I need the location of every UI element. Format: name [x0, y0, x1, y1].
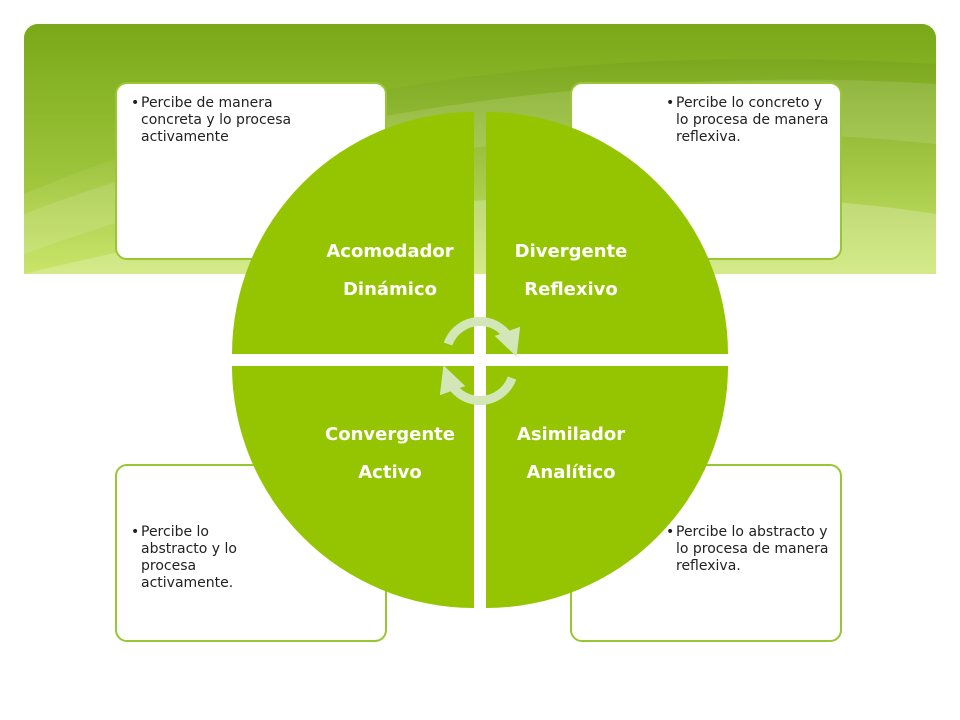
text-box-bottom-left-item: Percibe lo abstracto y lo procesa activa…: [131, 524, 271, 592]
cycle-arrow-top: [443, 316, 521, 357]
cycle-arrows-icon: [439, 316, 521, 406]
quadrant-top-left: [232, 112, 474, 354]
cycle-arrow-bottom: [439, 365, 517, 406]
quadrant-bottom-left: [232, 366, 474, 608]
text-box-bottom-right-list: Percibe lo abstracto y lo procesa de man…: [666, 524, 836, 575]
text-box-top-right-list: Percibe lo concreto y lo procesa de mane…: [666, 95, 836, 146]
quadrant-sublabel-bottom-right: Analítico: [526, 462, 615, 483]
quadrant-sublabel-top-left: Dinámico: [343, 279, 437, 300]
quadrant-label-bottom-left: Convergente: [325, 424, 455, 445]
text-box-top-right-item: Percibe lo concreto y lo procesa de mane…: [666, 95, 836, 146]
quadrant-label-bottom-right: Asimilador: [517, 424, 625, 445]
text-box-top-left: Percibe de manera concreta y lo procesa …: [115, 82, 387, 260]
text-box-top-left-item: Percibe de manera concreta y lo procesa …: [131, 95, 307, 146]
quadrant-label-top-right: Divergente: [515, 241, 628, 262]
quadrant-sublabel-bottom-left: Activo: [358, 462, 421, 483]
text-box-bottom-right-item: Percibe lo abstracto y lo procesa de man…: [666, 524, 836, 575]
quadrant-label-top-left: Acomodador: [326, 241, 453, 262]
quadrant-sublabel-top-right: Reflexivo: [524, 279, 618, 300]
quadrant-top-right: [486, 112, 728, 354]
text-box-bottom-left-list: Percibe lo abstracto y lo procesa activa…: [131, 524, 271, 592]
text-box-top-left-list: Percibe de manera concreta y lo procesa …: [131, 95, 307, 146]
quadrant-bottom-right: [486, 366, 728, 608]
